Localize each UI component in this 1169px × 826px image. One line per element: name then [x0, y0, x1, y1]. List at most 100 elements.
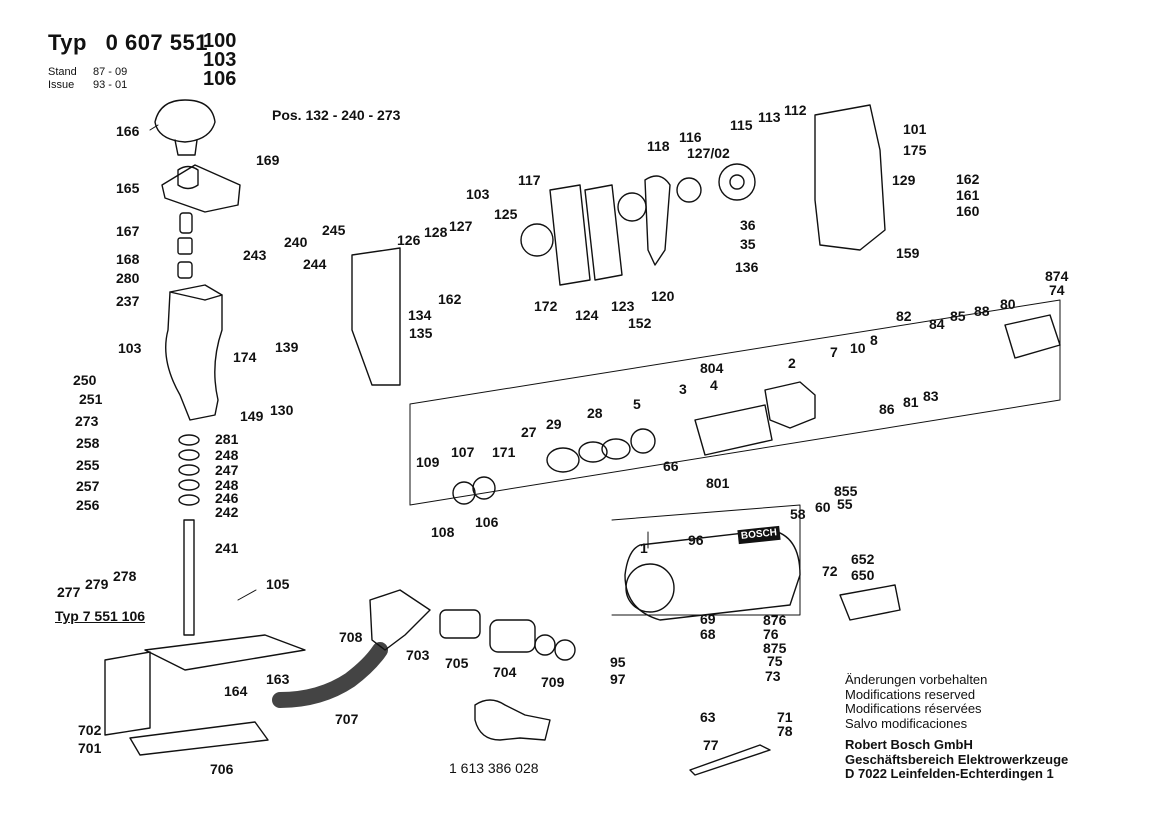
callout-label: 86 [879, 401, 895, 417]
shoe-163 [144, 634, 306, 671]
callout-label: 2 [788, 355, 796, 371]
callout-label: 702 [78, 722, 102, 738]
stand-label: Stand [48, 66, 77, 78]
callout-label: 78 [777, 723, 793, 739]
type-note: Typ 7 551 106 [55, 608, 146, 624]
callout-label: 801 [706, 475, 730, 491]
variant-100: 100 [203, 30, 237, 52]
lever-77 [689, 744, 771, 776]
callout-label: 281 [215, 431, 239, 447]
issue-date: 93 - 01 [93, 79, 128, 91]
callout-label: 68 [700, 626, 716, 642]
callout-label: 152 [628, 315, 652, 331]
callout-label: 125 [494, 206, 518, 222]
callout-label: 134 [408, 307, 432, 323]
callout-label: 27 [521, 424, 537, 440]
adapter-705 [439, 609, 481, 639]
callout-label: 149 [240, 408, 264, 424]
note-line: Änderungen vorbehalten [845, 672, 988, 687]
callout-label: 279 [85, 576, 109, 592]
callout-label: 256 [76, 497, 100, 513]
cap-80 [1004, 314, 1061, 359]
callout-label: 255 [76, 457, 100, 473]
plate-165 [161, 164, 241, 213]
plate-124a [549, 184, 591, 286]
callout-label: 28 [587, 405, 603, 421]
callout-label: 280 [116, 270, 140, 286]
callout-label: 172 [534, 298, 558, 314]
callout-label: 60 [815, 499, 831, 515]
callout-label: 162 [438, 291, 462, 307]
callout-label: 804 [700, 360, 724, 376]
callout-label: 707 [335, 711, 359, 727]
callout-label: 97 [610, 671, 626, 687]
callout-label: 705 [445, 655, 469, 671]
callout-label: 139 [275, 339, 299, 355]
issue-label: Issue [48, 79, 75, 91]
callout-label: 127 [449, 218, 473, 234]
callout-label: 105 [266, 576, 290, 592]
callout-label: 130 [270, 402, 294, 418]
shoe-701 [129, 721, 269, 756]
callout-label: 160 [956, 203, 980, 219]
company-line: Geschäftsbereich Elektrowerkzeuge [845, 751, 1069, 767]
accessory-part-number: 1 613 386 028 [449, 760, 539, 776]
callout-label: 237 [116, 293, 140, 309]
callout-label: 251 [79, 391, 103, 407]
callout-label: 10 [850, 340, 866, 356]
callout-label: 81 [903, 394, 919, 410]
callout-label: 706 [210, 761, 234, 777]
callout-label: 63 [700, 709, 716, 725]
accessory-nozzle [474, 699, 551, 741]
callout-label: 127/02 [687, 145, 730, 161]
callout-label: 245 [322, 222, 346, 238]
callout-label: 80 [1000, 296, 1016, 312]
callout-label: 112 [784, 102, 807, 118]
plate-124b [584, 184, 623, 281]
callout-label: 257 [76, 478, 100, 494]
callout-label: 120 [651, 288, 675, 304]
callout-label: 29 [546, 416, 562, 432]
callout-label: 36 [740, 217, 756, 233]
callout-label: 108 [431, 524, 455, 540]
callout-label: 246 [215, 490, 239, 506]
callout-label: 650 [851, 567, 875, 583]
callout-label: 704 [493, 664, 517, 680]
callout-label: 116 [679, 129, 702, 145]
callout-label: 171 [492, 444, 516, 460]
callout-label: 83 [923, 388, 939, 404]
company-line: D 7022 Leinfelden-Echterdingen 1 [845, 766, 1054, 781]
callout-label: 168 [116, 251, 140, 267]
callout-label: 124 [575, 307, 599, 323]
callout-label: 117 [518, 172, 541, 188]
callout-label: 101 [903, 121, 927, 137]
callout-label: 240 [284, 234, 308, 250]
callout-label: 84 [929, 316, 945, 332]
callout-label: 4 [710, 377, 718, 393]
callout-label: 874 [1045, 268, 1069, 284]
callout-label: 115 [730, 117, 753, 133]
callout-label: 8 [870, 332, 878, 348]
callout-label: 175 [903, 142, 927, 158]
callout-label: 708 [339, 629, 363, 645]
callout-label: 243 [243, 247, 267, 263]
callout-label: 174 [233, 349, 257, 365]
callout-label: 128 [424, 224, 448, 240]
plate-135 [351, 247, 401, 386]
filter-650 [839, 584, 901, 621]
callout-label: 75 [767, 653, 783, 669]
callout-label: 167 [116, 223, 140, 239]
housing-237 [165, 284, 223, 421]
housing-frame [611, 504, 801, 616]
variant-106: 106 [203, 68, 237, 90]
notes-block: Änderungen vorbehalten Modifications res… [845, 672, 1069, 782]
callout-label: 165 [116, 180, 140, 196]
callout-label: 703 [406, 647, 430, 663]
callout-label: 103 [466, 186, 490, 202]
callout-label: 247 [215, 462, 239, 478]
callout-label: 96 [688, 532, 704, 548]
callout-label: 109 [416, 454, 440, 470]
rod-241 [183, 519, 195, 636]
